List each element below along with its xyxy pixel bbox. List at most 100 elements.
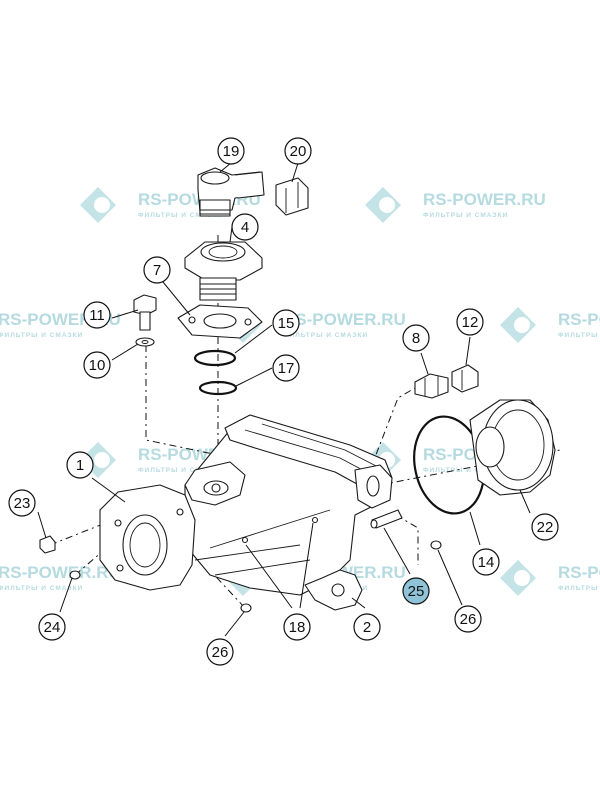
watermark-brand: RS-POWER.RU (558, 310, 600, 329)
leader-10 (111, 343, 139, 361)
callout-circle (66, 451, 94, 479)
flange-hole (116, 564, 124, 572)
callout-label: 26 (212, 644, 229, 661)
callout-18: 18 (283, 613, 311, 641)
leader-7 (162, 281, 191, 316)
callout-2: 2 (353, 613, 381, 641)
screw-26-head (240, 603, 252, 613)
end-cover-22 (469, 399, 556, 496)
callout-circle (83, 301, 111, 329)
watermark-tagline: ФИЛЬТРЫ И СМАЗКИ (558, 332, 600, 339)
watermark-2: RS-POWER.RU ФИЛЬТРЫ И СМАЗКИ (365, 187, 546, 223)
callout-4: 4 (231, 213, 259, 241)
leader-24 (59, 577, 73, 613)
right-face-port (366, 475, 380, 497)
callout-10: 10 (83, 351, 111, 379)
callout-15: 15 (272, 309, 300, 337)
adapter-bore (200, 242, 246, 262)
elbow-side-port (234, 171, 265, 199)
callout-circle (284, 137, 312, 165)
callout-circle (402, 324, 430, 352)
bolt-head (133, 294, 157, 316)
axis-screw-26 (204, 564, 246, 609)
gasket-center-hole (203, 313, 237, 329)
leader-20 (291, 162, 299, 183)
callout-circle (8, 489, 36, 517)
callout-1: 1 (66, 451, 94, 479)
callout-circle (83, 351, 111, 379)
horizontal-axis-cover (379, 449, 561, 486)
elbow-top (200, 171, 230, 185)
callout-25: 25 (402, 577, 430, 605)
leader-26a (224, 611, 245, 637)
callout-circle (472, 548, 500, 576)
fitting-body (414, 373, 449, 399)
callout-label: 7 (153, 262, 161, 279)
pin-hole (241, 536, 249, 544)
watermark-tagline: ФИЛЬТРЫ И СМАЗКИ (138, 467, 223, 474)
callout-circle (231, 213, 259, 241)
elbow-fitting-19 (197, 167, 265, 217)
callout-label: 18 (289, 619, 306, 636)
flange-hole (176, 508, 184, 516)
watermark-brand: RS-POWER.RU (0, 563, 121, 582)
adapter-4 (184, 241, 263, 301)
screw-26-right (430, 540, 442, 550)
callout-label: 22 (537, 519, 554, 536)
leader-lines (37, 162, 531, 637)
gasket-hole (188, 316, 196, 324)
callout-label: 12 (462, 314, 479, 331)
callout-17: 17 (272, 354, 300, 382)
watermark-tagline: ФИЛЬТРЫ И СМАЗКИ (283, 332, 368, 339)
callout-11: 11 (83, 301, 111, 329)
leader-2 (351, 597, 366, 609)
watermark-brand: RS-POWER.RU (283, 310, 406, 329)
callout-label: 26 (460, 611, 477, 628)
leader-18 (245, 522, 314, 609)
watermark-logo-icon (80, 187, 116, 223)
adapter-bore-inner (208, 245, 238, 259)
cover-bore (475, 426, 505, 468)
screw-23-head (39, 535, 56, 554)
screw-26-lower (240, 603, 252, 613)
callout-label: 2 (363, 619, 371, 636)
screw-24 (69, 570, 81, 580)
axis-pin-25 (395, 514, 419, 565)
pin-hole (311, 516, 319, 524)
leader-11 (111, 309, 139, 319)
callout-label: 23 (14, 495, 31, 512)
callout-label: 8 (412, 330, 420, 347)
callout-label: 25 (408, 583, 425, 600)
callout-circle (353, 613, 381, 641)
nut-20 (275, 177, 309, 216)
o-ring-17 (198, 380, 238, 396)
leader-17 (235, 367, 273, 387)
callout-circle (531, 513, 559, 541)
watermark-tagline: ФИЛЬТРЫ И СМАЗКИ (558, 585, 600, 592)
callout-circle (272, 309, 300, 337)
leader-8 (420, 352, 429, 375)
callout-24: 24 (38, 613, 66, 641)
nut-12-body (451, 364, 479, 393)
fitting-hex (424, 376, 439, 396)
callout-20: 20 (284, 137, 312, 165)
watermark-tagline: ФИЛЬТРЫ И СМАЗКИ (423, 212, 508, 219)
bolt-11 (133, 294, 157, 331)
housing-part-1 (99, 414, 393, 611)
adapter-threads (200, 283, 236, 295)
bolt-shank (139, 311, 151, 331)
callout-circle (272, 354, 300, 382)
callout-label: 1 (76, 457, 84, 474)
callout-label: 19 (223, 143, 240, 160)
elbow-threads (200, 209, 230, 215)
callout-circle (217, 137, 245, 165)
watermark-5: RS-POWER.RU ФИЛЬТРЫ И СМАЗКИ (500, 307, 600, 343)
elbow-hex (199, 199, 231, 217)
callout-7: 7 (143, 256, 171, 284)
callout-label: 17 (278, 360, 295, 377)
nut-edges (285, 182, 299, 213)
callout-23: 23 (8, 489, 36, 517)
leader-1 (91, 477, 126, 503)
